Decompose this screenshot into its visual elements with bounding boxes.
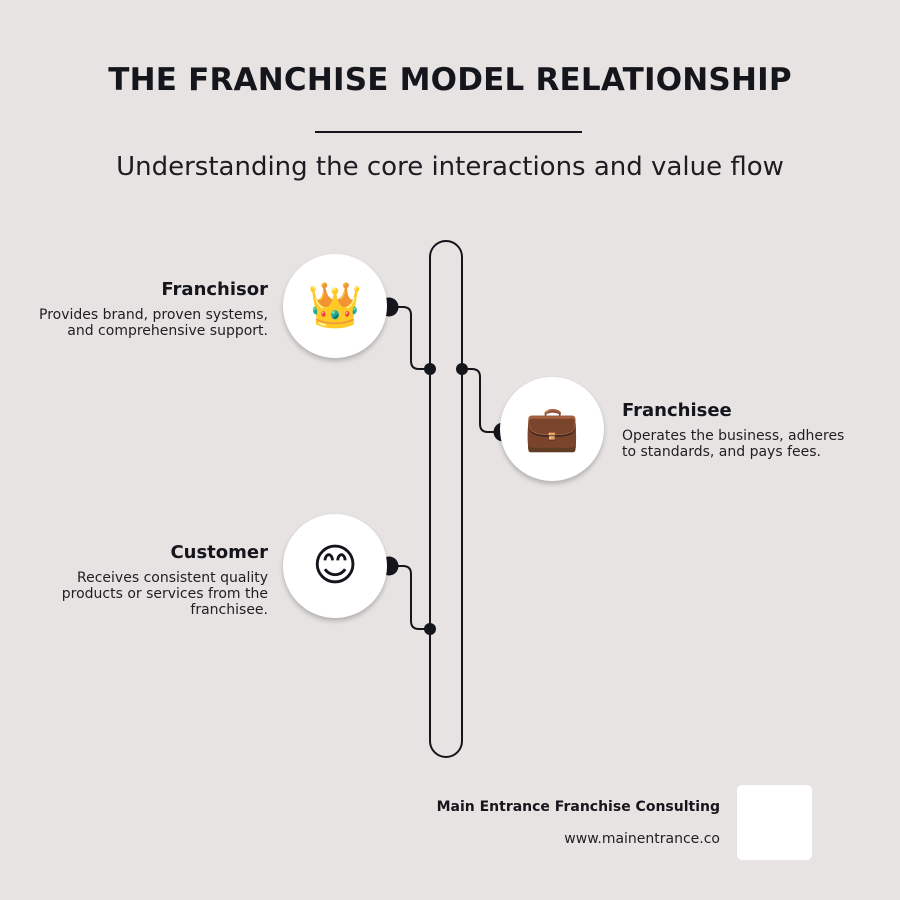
franchisee-connector xyxy=(462,368,503,433)
customer-description: Receives consistent quality products or … xyxy=(61,570,268,618)
page-title: THE FRANCHISE MODEL RELATIONSHIP xyxy=(108,62,792,98)
franchisee-node: 💼 xyxy=(500,377,604,481)
crown-icon: 👑 xyxy=(307,280,363,331)
central-track xyxy=(429,240,463,758)
franchisor-track-junction xyxy=(424,363,436,375)
logo-placeholder xyxy=(737,785,812,860)
company-website[interactable]: www.mainentrance.co xyxy=(564,831,720,847)
franchisor-connector xyxy=(389,306,430,370)
franchisor-text: Franchisor Provides brand, proven system… xyxy=(28,279,268,339)
franchisee-text: Franchisee Operates the business, adhere… xyxy=(622,400,852,460)
franchisor-node: 👑 xyxy=(283,254,387,358)
franchisor-name: Franchisor xyxy=(161,279,268,300)
franchisor-description: Provides brand, proven systems, and comp… xyxy=(39,307,268,339)
page-subtitle: Understanding the core interactions and … xyxy=(116,152,784,182)
company-name: Main Entrance Franchise Consulting xyxy=(436,799,720,815)
customer-track-junction xyxy=(424,623,436,635)
franchisee-description: Operates the business, adheres to standa… xyxy=(622,428,845,460)
franchisee-track-junction xyxy=(456,363,468,375)
title-divider xyxy=(315,131,582,133)
customer-name: Customer xyxy=(170,542,268,563)
briefcase-icon: 💼 xyxy=(524,403,580,454)
smiling-face-icon: 😊 xyxy=(312,540,358,591)
customer-node: 😊 xyxy=(283,514,387,618)
franchisee-name: Franchisee xyxy=(622,400,732,421)
customer-connector xyxy=(389,565,430,630)
customer-text: Customer Receives consistent quality pro… xyxy=(28,542,268,618)
